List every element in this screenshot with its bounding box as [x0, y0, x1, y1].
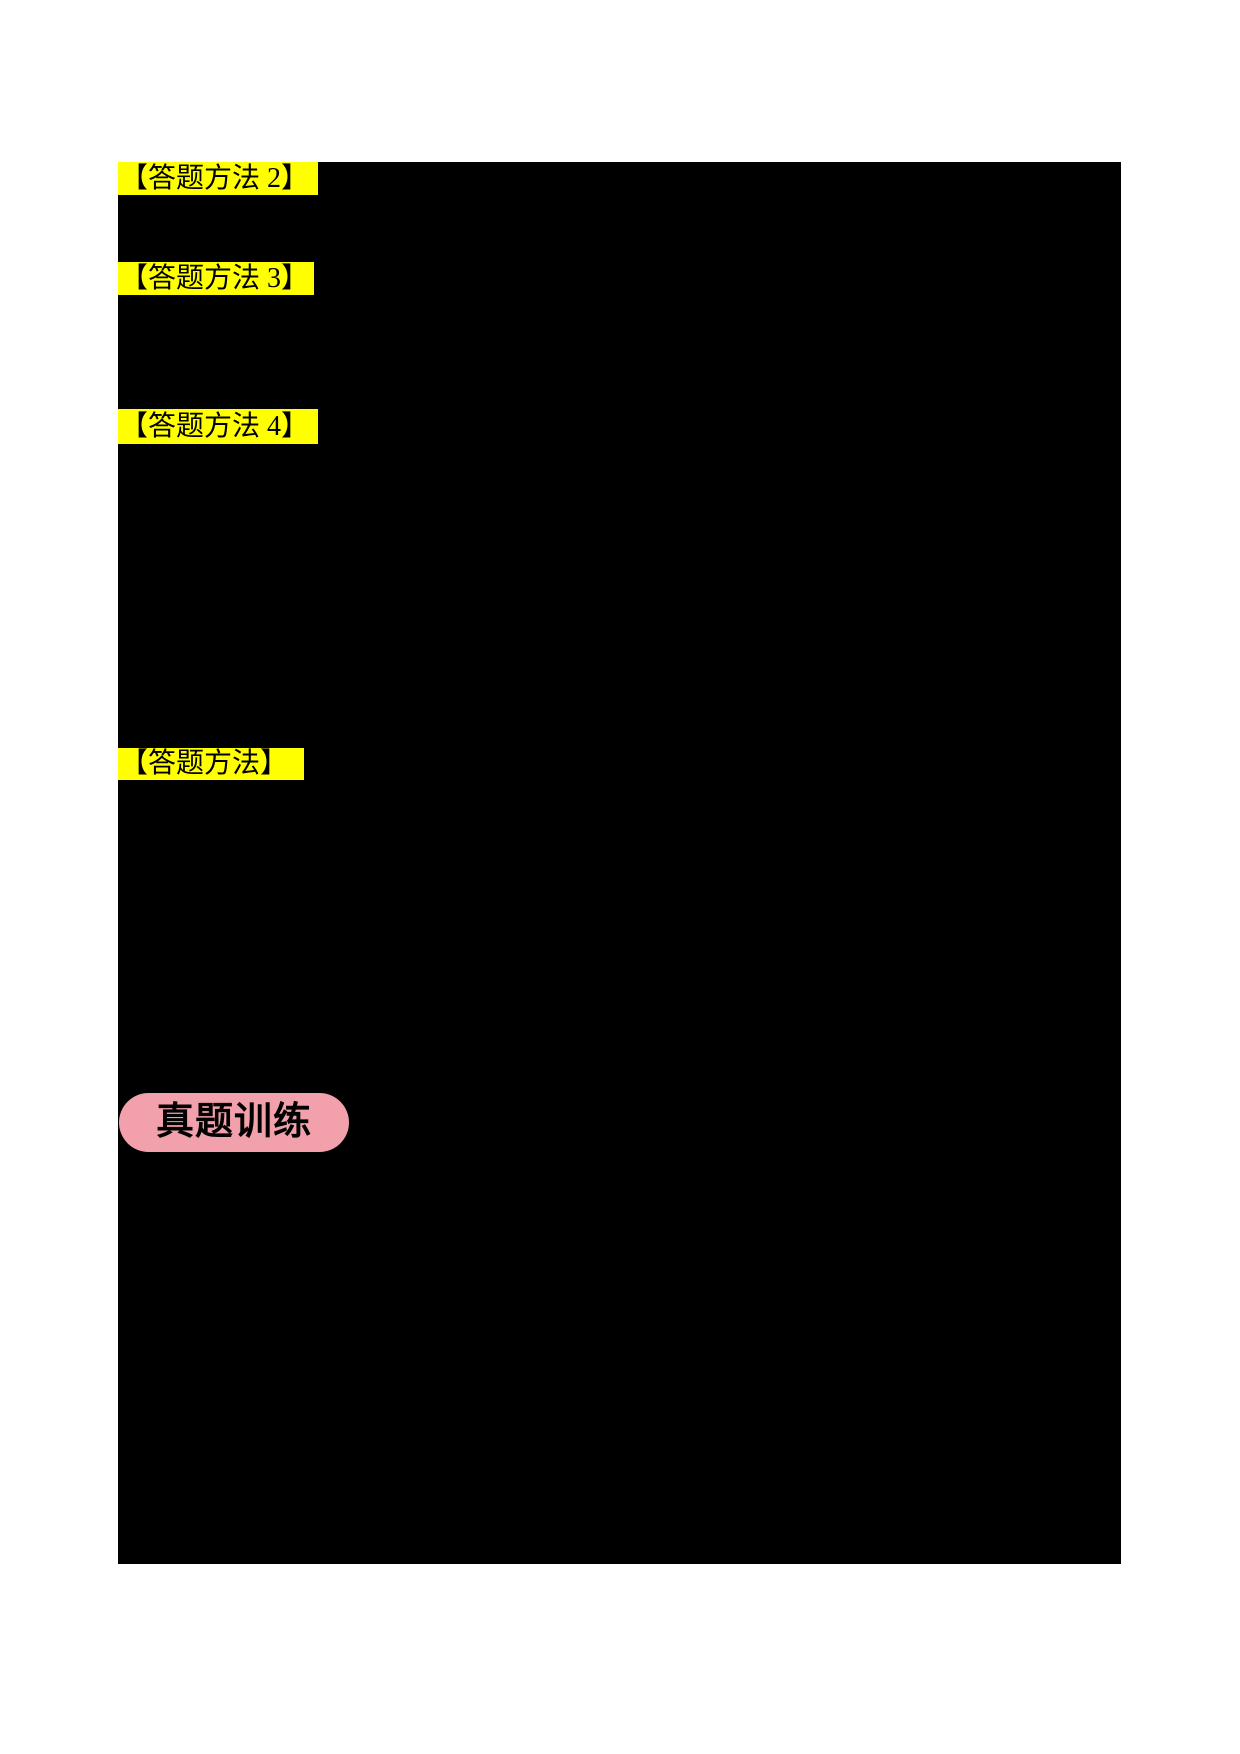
highlighted-label-answer-method-2: 【答题方法 2】 [118, 162, 318, 195]
highlighted-label-answer-method-4: 【答题方法 4】 [118, 409, 318, 444]
highlighted-label-answer-method-3: 【答题方法 3】 [118, 262, 314, 295]
highlighted-label-answer-method: 【答题方法】 [118, 748, 304, 780]
section-badge-real-exam-practice: 真题训练 [119, 1093, 349, 1152]
redacted-content-block [118, 162, 1121, 1564]
